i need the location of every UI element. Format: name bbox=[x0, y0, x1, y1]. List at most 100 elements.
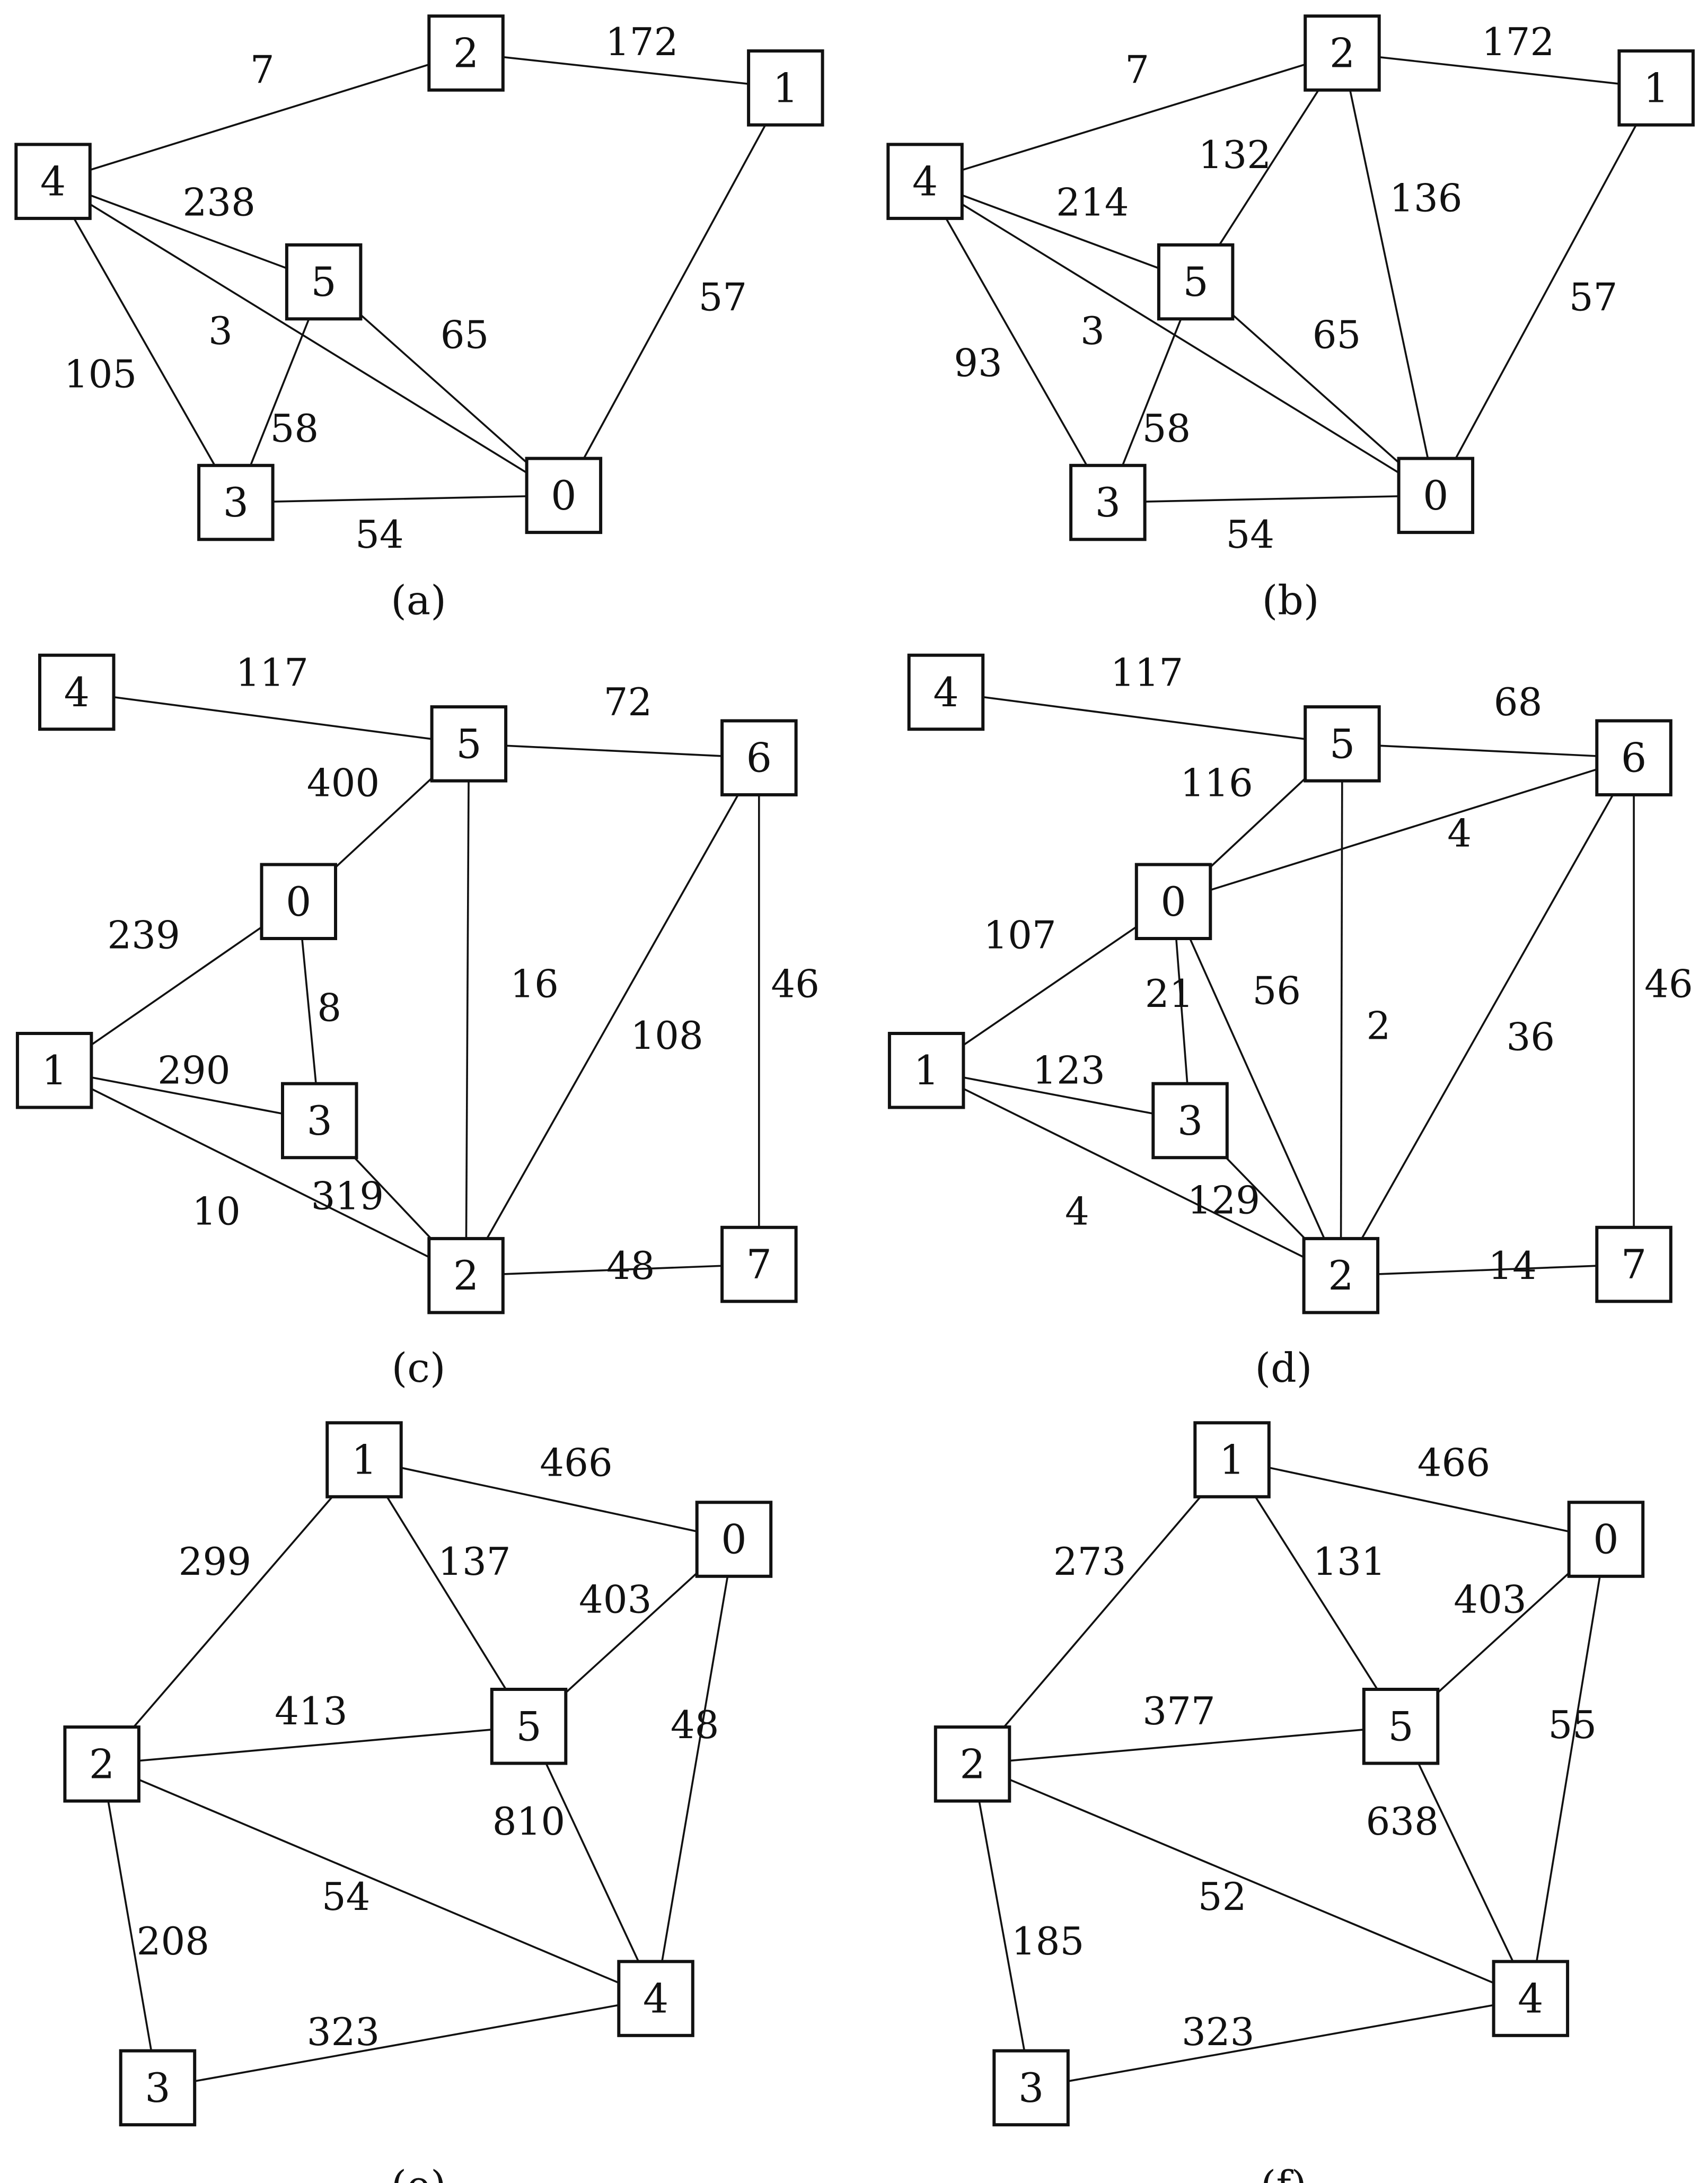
node-box bbox=[1134, 863, 1212, 940]
node-label: 0 bbox=[1423, 472, 1448, 519]
edge-6-2 bbox=[465, 757, 760, 1276]
edge-weight-4-0: 3 bbox=[1080, 309, 1105, 353]
edge-6-2 bbox=[1340, 757, 1635, 1276]
edge-2-5 bbox=[972, 1725, 1401, 1765]
node-label: 2 bbox=[959, 1740, 985, 1787]
edge-4-5 bbox=[52, 180, 324, 283]
node-2: 2 bbox=[427, 14, 505, 92]
edge-weight-5-4: 810 bbox=[492, 1799, 565, 1844]
edge-weight-4-5: 238 bbox=[182, 180, 255, 225]
edges bbox=[54, 691, 760, 1277]
node-box bbox=[1193, 1421, 1271, 1498]
edge-weight-2-4: 54 bbox=[322, 1874, 371, 1919]
node-box bbox=[1567, 1501, 1645, 1578]
node-box bbox=[1595, 719, 1672, 796]
node-label: 0 bbox=[1160, 878, 1186, 925]
node-label: 3 bbox=[223, 479, 249, 526]
edge-2-1 bbox=[465, 52, 786, 89]
node-5: 5 bbox=[1304, 705, 1381, 783]
edge-weight-4-3: 105 bbox=[64, 352, 137, 396]
edge-weight-3-2: 129 bbox=[1187, 1178, 1260, 1223]
node-box bbox=[260, 863, 337, 940]
node-box bbox=[1362, 1688, 1440, 1765]
edge-weight-5-0: 403 bbox=[579, 1577, 651, 1621]
edge-0-4 bbox=[655, 1539, 735, 1999]
node-box bbox=[1157, 243, 1235, 321]
node-box bbox=[1302, 1237, 1380, 1314]
node-2: 2 bbox=[1304, 14, 1381, 92]
edge-2-0 bbox=[1341, 52, 1437, 496]
panel-caption: (d) bbox=[1255, 1344, 1312, 1391]
edge-weight-1-3: 123 bbox=[1032, 1048, 1105, 1093]
edge-5-2 bbox=[1340, 743, 1343, 1276]
edge-weight-0-4: 55 bbox=[1548, 1703, 1597, 1747]
edge-weight-2-7: 48 bbox=[606, 1243, 655, 1288]
edge-weight-0-3: 21 bbox=[1145, 971, 1194, 1016]
edge-weight-3-0: 54 bbox=[1226, 512, 1274, 557]
node-7: 7 bbox=[720, 1225, 798, 1303]
node-box bbox=[1397, 457, 1475, 534]
edge-weight-0-6: 4 bbox=[1447, 811, 1472, 855]
node-box bbox=[427, 1237, 505, 1314]
edge-weight-2-7: 14 bbox=[1488, 1243, 1537, 1288]
edge-weight-4-5: 214 bbox=[1056, 180, 1129, 225]
edge-3-4 bbox=[1031, 1997, 1531, 2089]
edge-weight-3-4: 323 bbox=[1182, 2010, 1254, 2054]
edge-weight-1-2: 4 bbox=[1065, 1189, 1089, 1234]
node-label: 3 bbox=[1018, 2064, 1044, 2111]
node-label: 1 bbox=[913, 1047, 939, 1094]
node-box bbox=[525, 457, 603, 534]
edge-3-0 bbox=[235, 494, 564, 504]
edge-1-2 bbox=[54, 1069, 466, 1277]
node-2: 2 bbox=[427, 1237, 505, 1314]
node-box bbox=[1492, 1960, 1570, 2037]
node-box bbox=[887, 1032, 965, 1109]
node-label: 4 bbox=[64, 669, 90, 716]
node-label: 0 bbox=[551, 472, 576, 519]
edge-5-2 bbox=[465, 743, 470, 1276]
edge-1-0 bbox=[364, 1459, 734, 1540]
edge-weight-5-4: 638 bbox=[1366, 1799, 1438, 1844]
node-box bbox=[1304, 705, 1381, 783]
node-2: 2 bbox=[63, 1725, 140, 1803]
edge-weight-2-1: 172 bbox=[1482, 20, 1554, 64]
node-label: 3 bbox=[145, 2064, 170, 2111]
node-0: 0 bbox=[1397, 457, 1475, 534]
node-label: 2 bbox=[89, 1740, 115, 1787]
edge-weight-6-2: 36 bbox=[1506, 1015, 1555, 1059]
node-label: 5 bbox=[1388, 1703, 1413, 1750]
node-box bbox=[907, 653, 985, 731]
node-4: 4 bbox=[38, 653, 116, 731]
node-4: 4 bbox=[907, 653, 985, 731]
node-2: 2 bbox=[934, 1725, 1011, 1803]
edge-1-2 bbox=[101, 1459, 365, 1765]
edge-5-4 bbox=[1399, 1726, 1531, 1999]
node-label: 4 bbox=[912, 158, 938, 205]
node-5: 5 bbox=[430, 705, 508, 783]
node-4: 4 bbox=[1492, 1960, 1570, 2037]
node-box bbox=[15, 1032, 93, 1109]
node-box bbox=[285, 243, 363, 321]
edge-weight-3-4: 323 bbox=[307, 2010, 380, 2054]
node-4: 4 bbox=[617, 1960, 694, 2037]
node-box bbox=[1617, 49, 1695, 127]
node-label: 0 bbox=[1593, 1516, 1618, 1563]
node-7: 7 bbox=[1595, 1225, 1672, 1303]
edges bbox=[52, 52, 787, 504]
node-box bbox=[617, 1960, 694, 2037]
edge-weight-3-2: 319 bbox=[311, 1174, 384, 1218]
node-label: 7 bbox=[1621, 1241, 1647, 1288]
node-box bbox=[430, 705, 508, 783]
node-6: 6 bbox=[720, 719, 798, 796]
node-0: 0 bbox=[695, 1501, 773, 1578]
node-box bbox=[427, 14, 505, 92]
node-3: 3 bbox=[119, 2049, 197, 2127]
panel-caption: (b) bbox=[1262, 576, 1319, 624]
edge-weight-1-0: 57 bbox=[1569, 275, 1618, 320]
edge-weight-2-0: 136 bbox=[1389, 176, 1462, 221]
